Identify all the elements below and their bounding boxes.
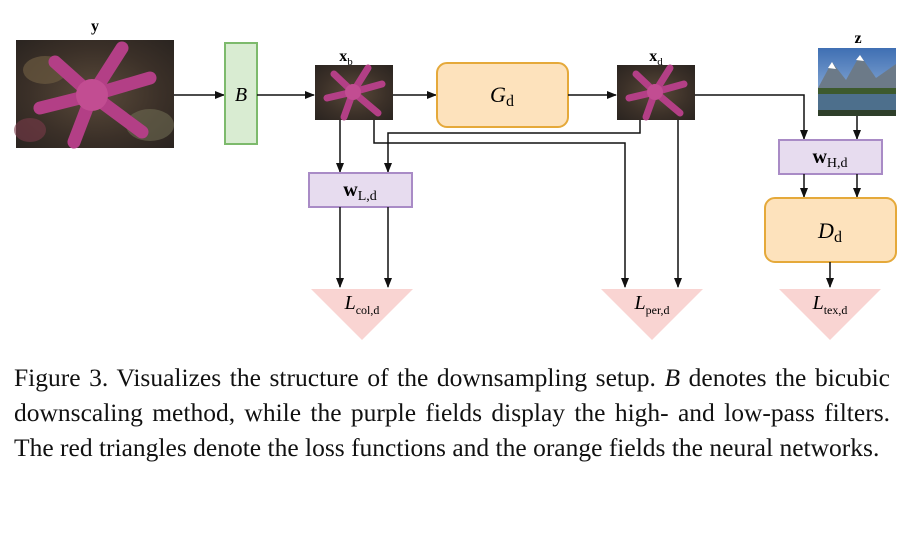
- image-label-xd: xd: [649, 48, 663, 68]
- loss-label-tex: Ltex,d: [812, 292, 848, 317]
- loss-triangle-tex: Ltex,d: [779, 289, 881, 340]
- generator-box: Gd: [436, 62, 569, 128]
- caption-part-2: denotes the bicubic downscaling method, …: [14, 363, 890, 462]
- landscape-image-z: [818, 48, 896, 116]
- discriminator-box: Dd: [764, 197, 897, 263]
- loss-triangle-per: Lper,d: [601, 289, 703, 340]
- loss-label-col: Lcol,d: [344, 292, 380, 317]
- loss-triangle-col: Lcol,d: [311, 289, 413, 340]
- starfish-image-xd: [617, 64, 695, 121]
- downsampling-diagram: y B xb: [14, 18, 897, 340]
- starfish-image-xb: [315, 64, 393, 121]
- figure-caption: Figure 3. Visualizes the structure of th…: [14, 360, 890, 465]
- bicubic-box: B: [224, 42, 258, 145]
- image-label-z: z: [854, 30, 861, 47]
- bicubic-label: B: [235, 84, 247, 106]
- generator-label: Gd: [490, 82, 514, 110]
- image-label-xb: xb: [339, 48, 353, 68]
- low-pass-filter-box: wL,d: [308, 172, 413, 208]
- starfish-image-y: [14, 40, 174, 149]
- loss-label-per: Lper,d: [634, 292, 670, 317]
- discriminator-label: Dd: [817, 218, 842, 246]
- image-label-y: y: [91, 18, 99, 35]
- caption-symbol-b: B: [664, 363, 681, 392]
- high-pass-filter-box: wH,d: [778, 139, 883, 175]
- low-pass-filter-label: wL,d: [343, 179, 377, 204]
- high-pass-filter-label: wH,d: [812, 146, 847, 171]
- caption-part-1: Figure 3. Visualizes the structure of th…: [14, 363, 665, 392]
